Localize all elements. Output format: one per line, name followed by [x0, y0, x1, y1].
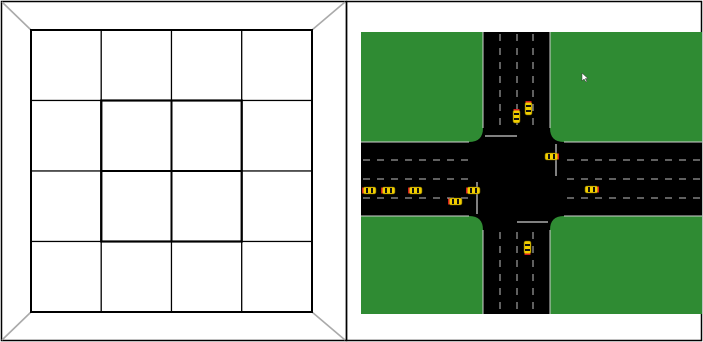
grid-cell: [242, 101, 312, 172]
vehicle-window: [525, 244, 530, 246]
brake-light: [558, 154, 560, 160]
grid-cell-inner: [172, 171, 242, 242]
brake-light: [598, 187, 600, 193]
vehicle-body: [449, 198, 462, 205]
grid-cell: [31, 242, 101, 313]
vehicle-window: [470, 188, 472, 193]
grid-cell-inner: [101, 101, 171, 172]
grid-layout-diagram: [2, 2, 345, 340]
perspective-line-top-left: [2, 2, 31, 30]
vehicle-car-east-2: [585, 186, 599, 193]
vehicle-body: [382, 187, 395, 194]
vehicle-body: [524, 241, 531, 254]
perspective-line-bottom-left: [2, 312, 31, 340]
vehicle-car-west-3: [408, 187, 422, 194]
grid-cell: [101, 242, 171, 313]
vehicle-window: [390, 188, 392, 193]
vehicle-window: [371, 188, 373, 193]
grass-northwest: [361, 32, 483, 142]
vehicle-window: [526, 110, 531, 112]
vehicle-car-west-1: [362, 187, 376, 194]
vehicle-car-west-2: [381, 187, 395, 194]
road-horizontal: [361, 142, 702, 216]
vehicle-car-north-2: [513, 109, 520, 123]
vehicle-body: [545, 153, 558, 160]
grid-cell: [31, 171, 101, 242]
vehicle-window: [417, 188, 419, 193]
brake-light: [381, 188, 383, 194]
vehicle-window: [452, 199, 454, 204]
vehicle-body: [525, 102, 532, 115]
vehicle-body: [363, 187, 376, 194]
vehicle-window: [525, 249, 530, 251]
grid-cell: [101, 30, 171, 101]
grid-cell: [172, 242, 242, 313]
grid-cell: [242, 242, 312, 313]
vehicle-window: [385, 188, 387, 193]
perspective-line-bottom-right: [312, 312, 345, 340]
vehicle-window: [548, 154, 550, 159]
vehicle-window: [475, 188, 477, 193]
vehicle-window: [588, 187, 590, 192]
brake-light: [362, 188, 364, 194]
grid-cell-inner: [101, 171, 171, 242]
grid-cell: [31, 101, 101, 172]
vehicle-window: [553, 154, 555, 159]
grid-cell: [31, 30, 101, 101]
grid-cell-inner: [172, 101, 242, 172]
grid-cell: [242, 30, 312, 101]
brake-light: [466, 188, 468, 194]
grid-cell: [172, 30, 242, 101]
brake-light: [408, 188, 410, 194]
traffic-simulation-view: [361, 32, 702, 314]
vehicle-car-west-4: [466, 187, 480, 194]
vehicle-window: [526, 105, 531, 107]
vehicle-window: [412, 188, 414, 193]
vehicle-car-east-1: [545, 153, 559, 160]
brake-light: [514, 109, 520, 111]
perspective-line-top-right: [312, 2, 345, 30]
vehicle-car-west-5: [448, 198, 462, 205]
vehicle-window: [366, 188, 368, 193]
vehicle-body: [513, 110, 520, 123]
vehicle-car-north-1: [525, 101, 532, 115]
brake-light: [525, 254, 531, 256]
vehicle-body: [585, 186, 598, 193]
vehicle-body: [467, 187, 480, 194]
grid-cell: [242, 171, 312, 242]
grass-southwest: [361, 216, 483, 314]
vehicle-window: [514, 118, 519, 120]
grass-northeast: [550, 32, 702, 142]
brake-light: [448, 199, 450, 205]
vehicle-window: [593, 187, 595, 192]
vehicle-body: [409, 187, 422, 194]
vehicle-car-south-1: [524, 241, 531, 255]
vehicle-window: [514, 113, 519, 115]
brake-light: [526, 101, 532, 103]
vehicle-window: [457, 199, 459, 204]
grass-southeast: [550, 216, 702, 314]
